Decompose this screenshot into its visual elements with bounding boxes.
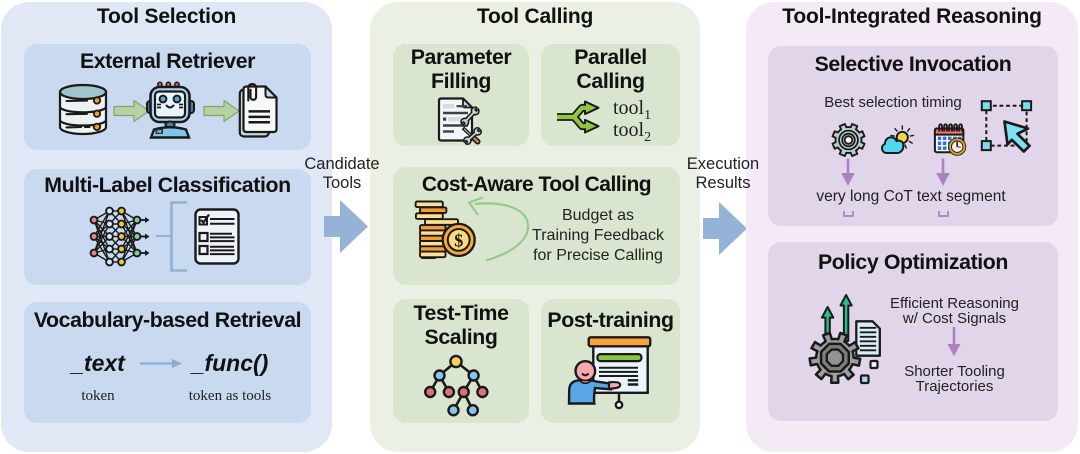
svg-text:AI: AI [157, 129, 162, 134]
svg-text:$: $ [454, 230, 463, 250]
